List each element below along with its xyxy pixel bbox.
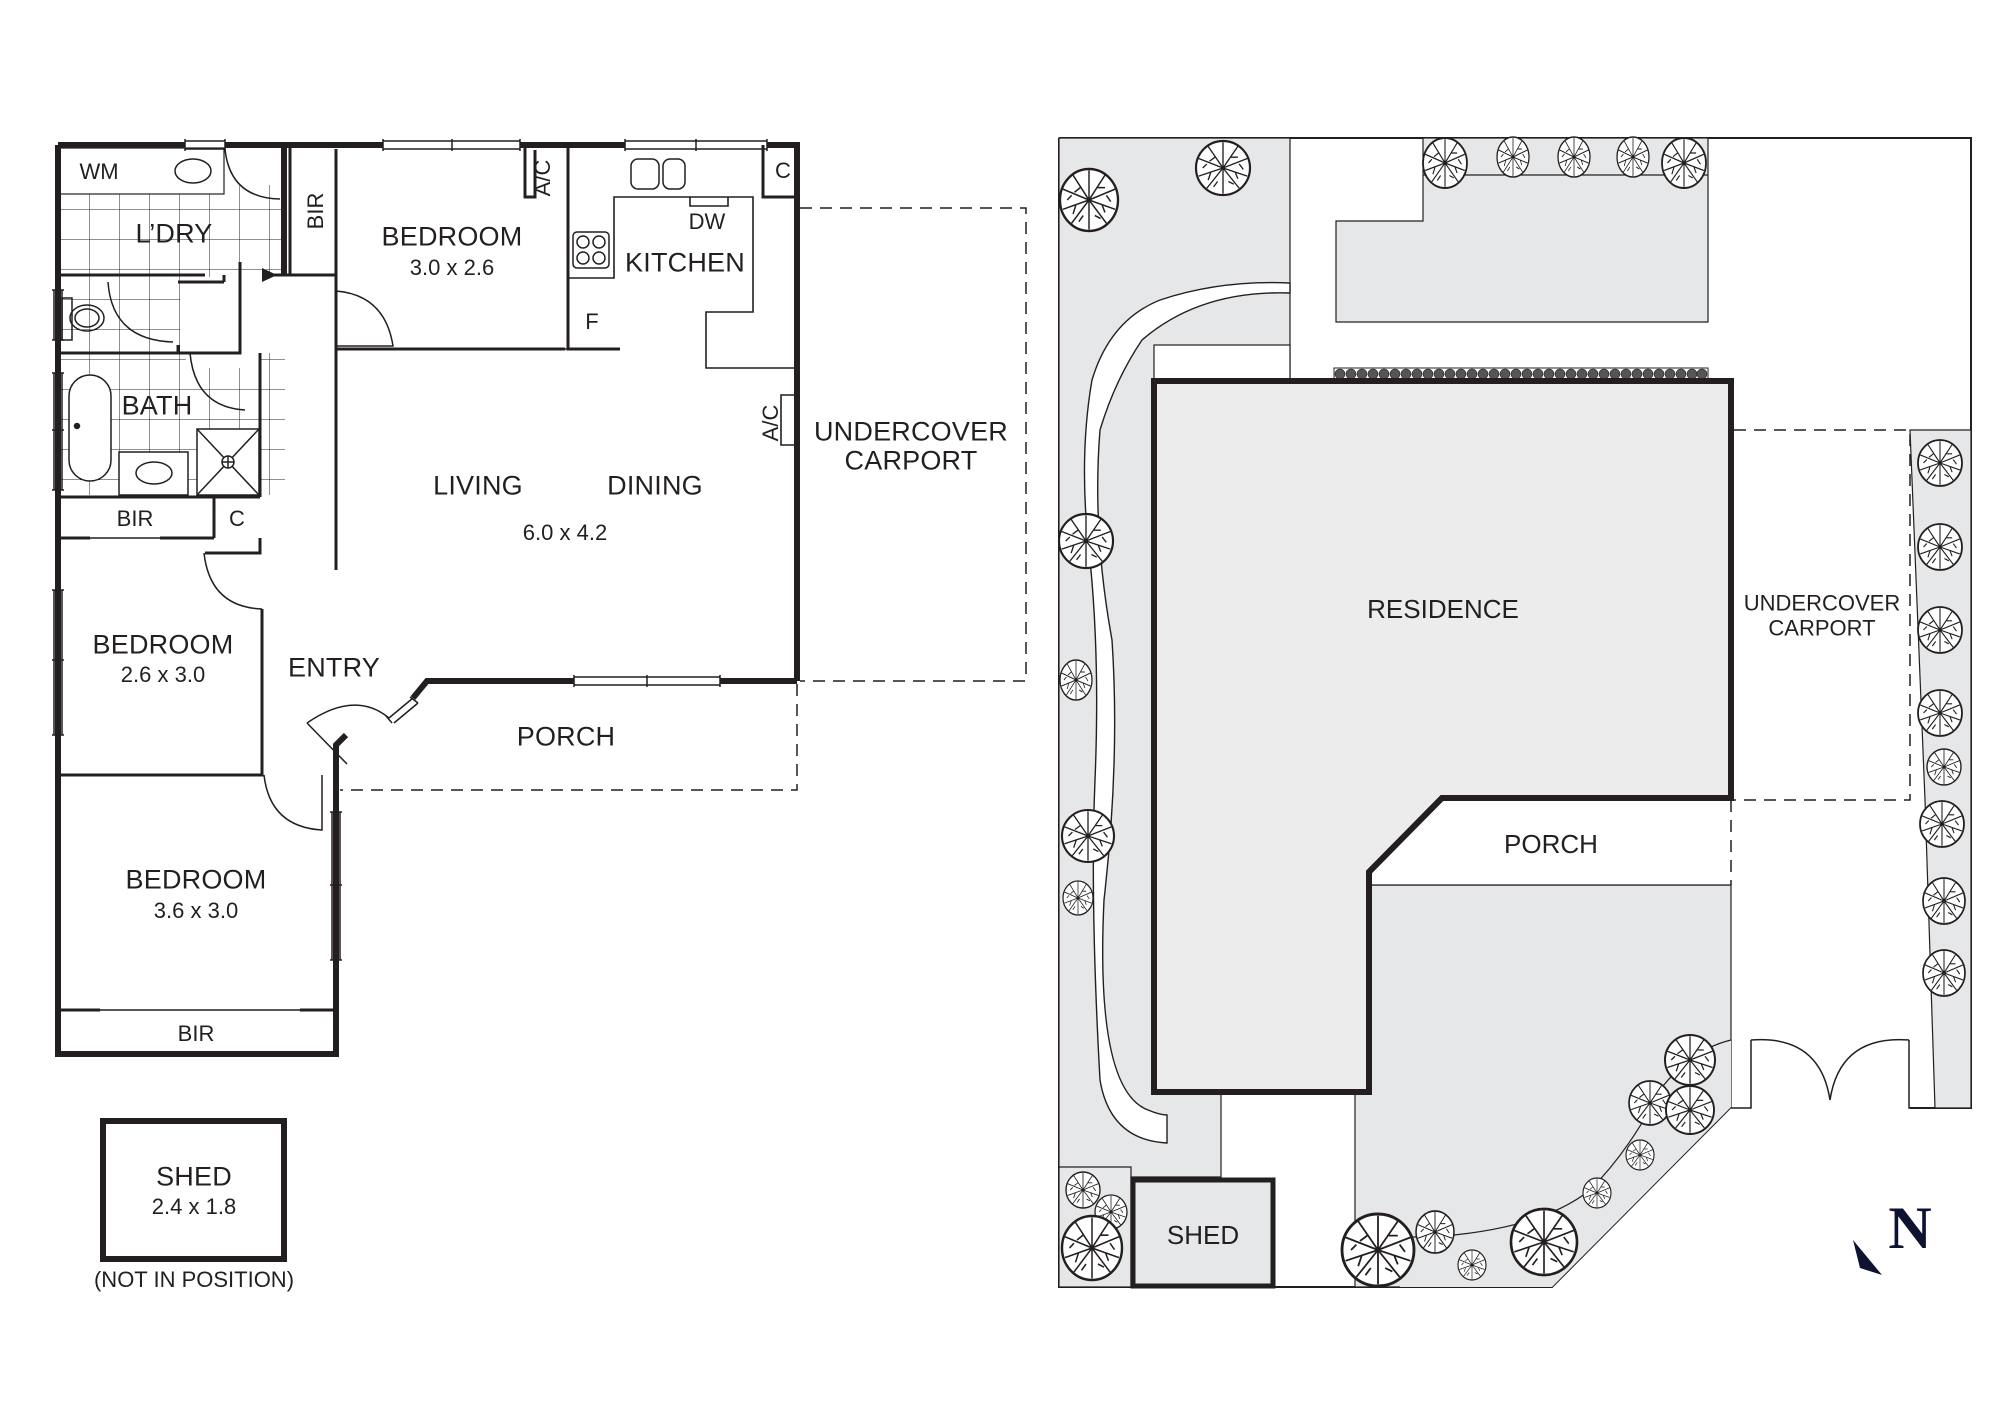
cupboard-label-kitchen: C [775,158,791,183]
room-dims-bedroom-top: 3.0 x 2.6 [409,255,495,280]
room-label-bath: BATH [121,390,193,421]
room-label-wm: WM [79,159,119,184]
shed-note: (NOT IN POSITION) [93,1267,295,1292]
room-label-bedroom-top: BEDROOM [381,221,523,252]
ac-label-dining: A/C [758,404,783,442]
room-label-kitchen: KITCHEN [625,247,745,278]
north-arrow-icon [1853,1240,1882,1275]
room-label-carport-2: CARPORT [844,445,978,476]
site-plan [1059,137,1971,1287]
room-label-bedroom-mid: BEDROOM [92,629,234,660]
room-label-bedroom-bottom: BEDROOM [125,864,267,895]
room-label-porch: PORCH [516,721,616,752]
site-label-carport-2: CARPORT [1768,615,1876,641]
room-label-bir-top: BIR [303,192,328,230]
north-label: N [1888,1195,1932,1261]
room-label-dining: DINING [607,470,703,501]
shed-dims: 2.4 x 1.8 [151,1194,237,1219]
shed-label: SHED [156,1161,232,1192]
site-label-carport-1: UNDERCOVER [1743,590,1901,616]
room-dims-bedroom-mid: 2.6 x 3.0 [120,662,206,687]
site-label-residence: RESIDENCE [1367,594,1519,624]
room-label-bir-mid: BIR [116,506,154,531]
room-label-laundry: L’DRY [135,218,213,249]
room-label-living: LIVING [433,470,523,501]
floor-plan [52,139,1027,1262]
site-label-shed: SHED [1166,1220,1240,1250]
appliance-label-dw: DW [688,209,726,234]
appliance-label-fridge: F [585,309,599,334]
ac-label-bedroom: A/C [530,159,555,197]
cupboard-label-mid: C [229,506,245,531]
room-dims-living-dining: 6.0 x 4.2 [522,520,608,545]
room-label-carport-1: UNDERCOVER [813,416,1009,447]
site-label-porch: PORCH [1504,829,1598,859]
room-label-entry: ENTRY [287,652,381,683]
room-dims-bedroom-bottom: 3.6 x 3.0 [153,898,239,923]
room-label-bir-bottom: BIR [177,1021,215,1046]
